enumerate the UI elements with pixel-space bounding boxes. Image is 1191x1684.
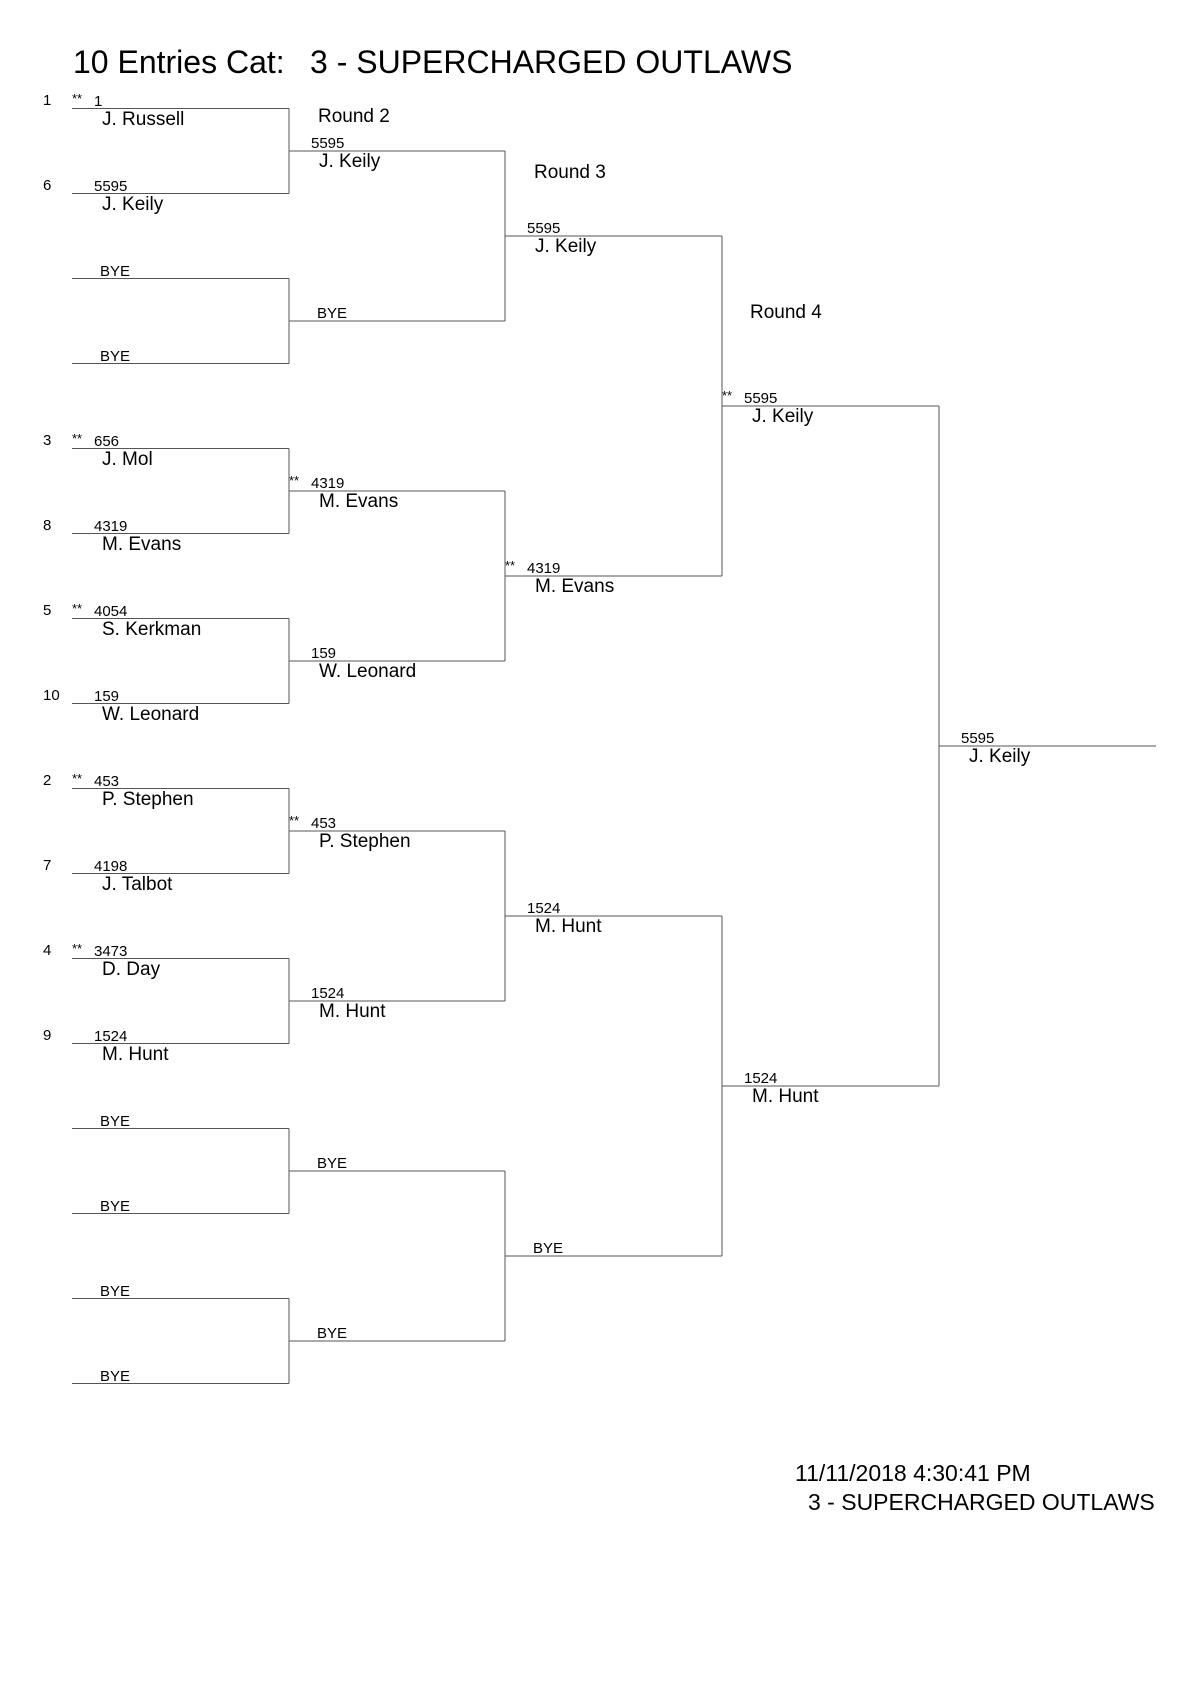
bye-label: BYE (100, 347, 131, 365)
bye-label: BYE (100, 1282, 131, 1300)
entry-number: 453 (311, 815, 337, 832)
entry-number: 1524 (311, 985, 345, 1002)
entry-number: 159 (94, 687, 120, 705)
racer-name: M. Evans (319, 491, 399, 512)
entry-number: 3473 (94, 942, 128, 960)
racer-name: W. Leonard (319, 661, 417, 682)
racer-name: M. Evans (535, 576, 615, 597)
racer-name: J. Keily (319, 151, 381, 172)
bye-label: BYE (100, 1112, 131, 1130)
footer-category: 3 - SUPERCHARGED OUTLAWS (808, 1489, 1155, 1515)
racer-name: D. Day (102, 958, 161, 980)
winner-marker: ** (505, 558, 516, 573)
racer-name: W. Leonard (102, 703, 200, 725)
seed-number: 3 (43, 431, 52, 449)
category-title: 3 - SUPERCHARGED OUTLAWS (310, 44, 793, 80)
page-title: 10 Entries Cat: (73, 44, 285, 80)
seed-number: 5 (43, 601, 52, 619)
entry-number: 1524 (94, 1027, 128, 1045)
entry-number: 453 (94, 772, 120, 790)
entry-number: 656 (94, 432, 120, 450)
racer-name: J. Keily (752, 406, 814, 427)
entry-number: 4319 (94, 517, 128, 535)
entry-number: 159 (311, 645, 337, 662)
seed-number: 9 (43, 1026, 52, 1044)
racer-name: J. Keily (969, 746, 1031, 767)
seed-number: 6 (43, 176, 52, 194)
seed-number: 4 (43, 941, 52, 959)
entry-number: 5595 (94, 177, 128, 195)
racer-name: J. Russell (102, 108, 185, 130)
bye-label: BYE (533, 1240, 564, 1257)
winner-marker: ** (72, 600, 83, 616)
entry-number: 1524 (527, 900, 561, 917)
seed-number: 1 (43, 91, 52, 109)
racer-name: P. Stephen (319, 831, 411, 852)
winner-marker: ** (289, 813, 300, 828)
racer-name: J. Keily (102, 193, 164, 215)
racer-name: J. Keily (535, 236, 597, 257)
racer-name: M. Evans (102, 533, 182, 555)
entry-number: 5595 (961, 730, 995, 747)
entry-number: 1524 (744, 1070, 778, 1087)
seed-number: 8 (43, 516, 52, 534)
racer-name: J. Mol (102, 448, 153, 470)
entry-number: 4319 (527, 560, 561, 577)
seed-number: 10 (43, 686, 60, 704)
bye-label: BYE (317, 1155, 348, 1172)
winner-marker: ** (72, 430, 83, 446)
bye-label: BYE (317, 1325, 348, 1342)
entry-number: 4198 (94, 857, 128, 875)
bye-label: BYE (317, 305, 348, 322)
round-3-label: Round 3 (534, 162, 606, 183)
bye-label: BYE (100, 1367, 131, 1385)
seed-number: 7 (43, 856, 52, 874)
bye-label: BYE (100, 1197, 131, 1215)
seed-number: 2 (43, 771, 52, 789)
racer-name: J. Talbot (102, 873, 173, 895)
winner-marker: ** (289, 473, 300, 488)
bye-label: BYE (100, 262, 131, 280)
racer-name: M. Hunt (535, 916, 602, 937)
winner-marker: ** (72, 90, 83, 106)
winner-marker: ** (722, 388, 733, 403)
racer-name: P. Stephen (102, 788, 194, 810)
racer-name: M. Hunt (319, 1001, 386, 1022)
entry-number: 5595 (744, 390, 778, 407)
entry-number: 4319 (311, 475, 345, 492)
footer-timestamp: 11/11/2018 4:30:41 PM (795, 1460, 1031, 1486)
entry-number: 5595 (527, 220, 561, 237)
round-4-label: Round 4 (750, 302, 822, 323)
entry-number: 4054 (94, 602, 128, 620)
racer-name: M. Hunt (752, 1086, 819, 1107)
round-2-label: Round 2 (318, 106, 390, 127)
winner-marker: ** (72, 770, 83, 786)
entry-number: 5595 (311, 135, 345, 152)
entry-number: 1 (94, 92, 103, 110)
racer-name: S. Kerkman (102, 618, 202, 640)
winner-marker: ** (72, 940, 83, 956)
racer-name: M. Hunt (102, 1043, 169, 1065)
